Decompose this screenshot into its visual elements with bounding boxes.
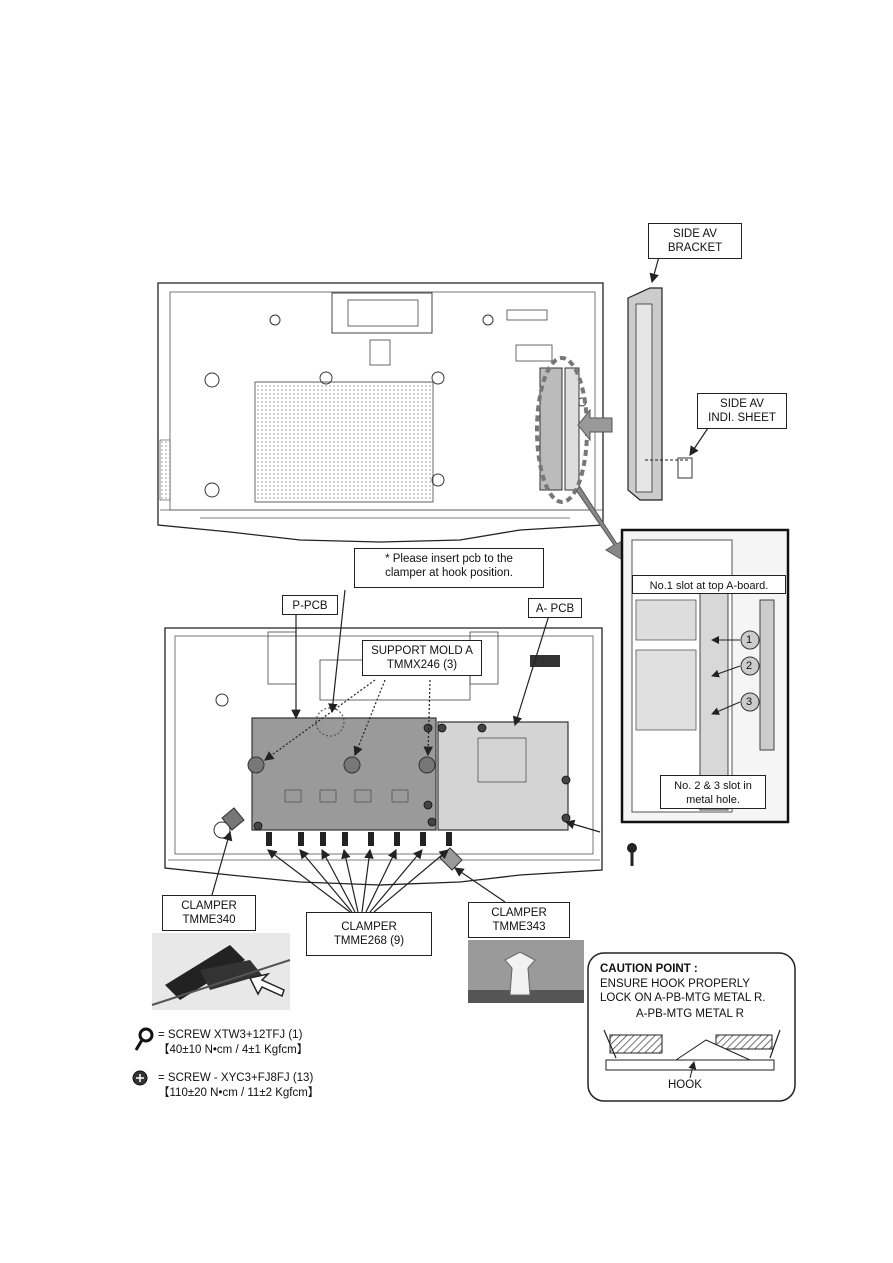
- label-clamper-343: CLAMPER TMME343: [468, 902, 570, 938]
- caution-line-1: ENSURE HOOK PROPERLY: [600, 978, 750, 990]
- legend-screw-xyc3-name: = SCREW - XYC3+FJ8FJ (13): [158, 1072, 314, 1084]
- caution-hook-label: HOOK: [668, 1079, 702, 1091]
- label-insert-note: * Please insert pcb to the clamper at ho…: [354, 548, 544, 588]
- caution-metal-label: A-PB-MTG METAL R: [636, 1008, 744, 1020]
- screw-key-icon: [134, 1027, 154, 1051]
- top-chassis: [157, 282, 604, 543]
- label-slot-23-note: No. 2 & 3 slot in metal hole.: [660, 775, 766, 809]
- clampers-row: [266, 832, 452, 846]
- p-pcb-board: [251, 717, 437, 831]
- label-clamper-268: CLAMPER TMME268 (9): [306, 912, 432, 956]
- label-p-pcb: P-PCB: [282, 595, 338, 615]
- board-screws: [253, 723, 571, 831]
- slot-number-3: 3: [746, 696, 753, 708]
- legend-screw-xtw3-torque: 【40±10 N•cm / 4±1 Kgfcm】: [158, 1044, 309, 1056]
- legend-screw-xtw3-name: = SCREW XTW3+12TFJ (1): [158, 1029, 303, 1041]
- clamper-340-part: [221, 807, 245, 831]
- caution-panel: [587, 952, 796, 1102]
- label-clamper-340: CLAMPER TMME340: [162, 895, 256, 931]
- photo-clamper-343: [468, 940, 584, 1003]
- label-support-mold: SUPPORT MOLD A TMMX246 (3): [362, 640, 482, 676]
- label-a-pcb: A- PCB: [528, 598, 582, 618]
- support-mold-center: [343, 756, 361, 774]
- insert-arrow: [577, 408, 613, 442]
- screw-phillips-icon: [132, 1070, 148, 1086]
- legend-screw-xyc3: = SCREW - XYC3+FJ8FJ (13) 【110±20 N•cm /…: [158, 1071, 319, 1101]
- label-side-av-bracket: SIDE AV BRACKET: [648, 223, 742, 259]
- legend-screw-xyc3-torque: 【110±20 N•cm / 11±2 Kgfcm】: [158, 1087, 320, 1099]
- caution-title: CAUTION POINT :: [600, 963, 698, 975]
- caution-line-2: LOCK ON A-PB-MTG METAL R.: [600, 992, 766, 1004]
- side-av-bracket-drawing: [627, 252, 709, 501]
- label-side-av-indi-sheet: SIDE AV INDI. SHEET: [697, 393, 787, 429]
- support-mold-right: [418, 756, 436, 774]
- label-slot-1-note: No.1 slot at top A-board.: [632, 575, 786, 594]
- photo-clamper-340: [151, 933, 291, 1010]
- clamper-arrows: [211, 830, 506, 913]
- screw-xtw3-part: [627, 843, 637, 866]
- a-pcb-board: [437, 721, 569, 831]
- legend-screw-xtw3: = SCREW XTW3+12TFJ (1) 【40±10 N•cm / 4±1…: [158, 1028, 308, 1058]
- slot-number-2: 2: [746, 660, 753, 672]
- slot-number-1: 1: [746, 634, 753, 646]
- support-mold-left: [247, 756, 265, 774]
